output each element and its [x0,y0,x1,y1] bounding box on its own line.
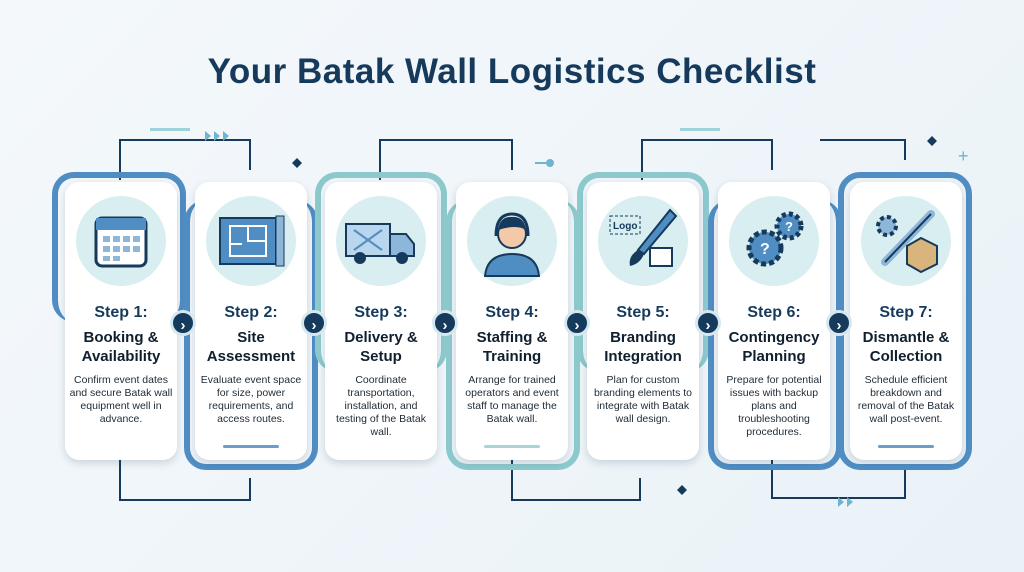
step-description: Prepare for potential issues with backup… [726,374,822,438]
step-label: Step 7: [879,304,933,321]
next-arrow-icon: › [301,310,327,336]
svg-text:?: ? [785,219,793,234]
logo-text: Logo [613,221,637,232]
accent-bar [484,445,540,448]
frame-step-5 [577,172,709,372]
calendar-icon [76,196,166,286]
connector-bottom-1-2 [119,460,251,501]
step-label: Step 6: [747,304,801,321]
step-title: Contingency Planning [728,329,820,365]
connector-3-4 [379,139,513,180]
next-arrow-icon: › [695,310,721,336]
step-title: Dismantle & Collection [862,329,950,365]
connector-6-7 [820,139,906,160]
step-description: Coordinate transportation, installation,… [336,374,426,438]
step-label: Step 1: [94,304,148,321]
step-description: Evaluate event space for size, power req… [200,374,302,425]
step-title: Staffing & Training [476,329,548,365]
next-arrow-icon: › [432,310,458,336]
step-card-3: Step 3: Delivery & Setup Coordinate tran… [325,182,437,460]
chevrons-decoration [205,131,229,141]
page-title: Your Batak Wall Logistics Checklist [207,52,817,91]
step-label: Step 3: [354,304,408,321]
step-card-5: Logo Step 5: Branding Integration Plan f… [587,182,699,460]
step-card-1: Step 1: Booking & Availability Confirm e… [65,182,177,460]
accent-bar [223,445,279,448]
wrench-box-icon [861,196,951,286]
paintbrush-logo-icon: Logo [598,196,688,286]
step-card-4: Step 4: Staffing & Training Arrange for … [456,182,568,460]
step-title: Delivery & Setup [344,329,418,365]
connector-bottom-4-5 [511,460,641,501]
next-arrow-icon: › [564,310,590,336]
operator-headset-icon [467,196,557,286]
frame-step-1 [52,172,186,322]
step-label: Step 5: [616,304,670,321]
chevrons-decoration [838,497,853,507]
step-title: Site Assessment [206,329,296,365]
connector-5-6 [641,139,773,180]
next-arrow-icon: › [170,310,196,336]
step-title: Booking & Availability [81,329,161,365]
step-description: Arrange for trained operators and event … [465,374,559,425]
blueprint-icon [206,196,296,286]
truck-icon [336,196,426,286]
next-arrow-icon: › [826,310,852,336]
step-card-6: ?? Step 6: Contingency Planning Prepare … [718,182,830,460]
svg-text:?: ? [760,241,770,258]
step-card-7: Step 7: Dismantle & Collection Schedule … [850,182,962,460]
step-description: Confirm event dates and secure Batak wal… [69,374,173,425]
step-card-2: Step 2: Site Assessment Evaluate event s… [195,182,307,460]
accent-bar [878,445,934,448]
step-label: Step 2: [224,304,278,321]
step-description: Schedule efficient breakdown and removal… [857,374,955,425]
step-label: Step 4: [485,304,539,321]
step-title: Branding Integration [604,329,682,365]
gears-question-icon: ?? [729,196,819,286]
step-description: Plan for custom branding elements to int… [593,374,693,425]
svg-text:+: + [958,146,969,166]
frame-step-3 [315,172,447,372]
connector-1-2 [119,139,251,180]
